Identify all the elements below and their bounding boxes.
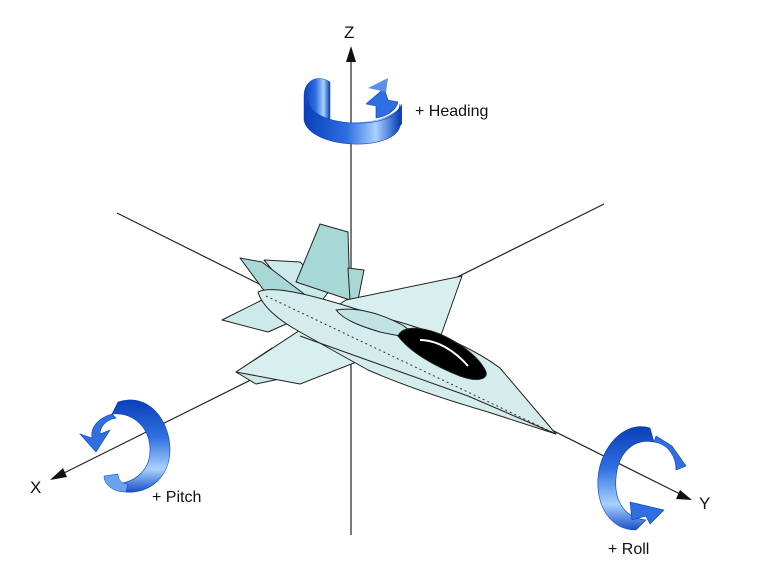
z-axis-arrowhead [346,46,356,62]
y-axis-label: Y [699,494,711,513]
heading-rotation-arrow [303,78,402,145]
fuselage-lower-line [299,335,557,435]
heading-label: + Heading [415,103,489,120]
fuselage-centerline [265,295,557,435]
roll-rotation-arrow [597,426,687,531]
pitch-rotation-arrow [79,399,171,493]
fuselage [257,289,557,435]
y-axis-arrowhead [676,490,692,500]
x-axis-arrowhead [50,468,67,480]
z-axis-label: Z [344,23,355,42]
vertical-fin-small [347,267,365,301]
canopy [397,327,487,380]
canopy-highlight [419,339,469,367]
pitch-label: + Pitch [152,489,202,506]
x-axis-label: X [30,478,42,497]
roll-label: + Roll [608,541,650,558]
vertical-fin [295,223,351,301]
aircraft [221,223,557,435]
